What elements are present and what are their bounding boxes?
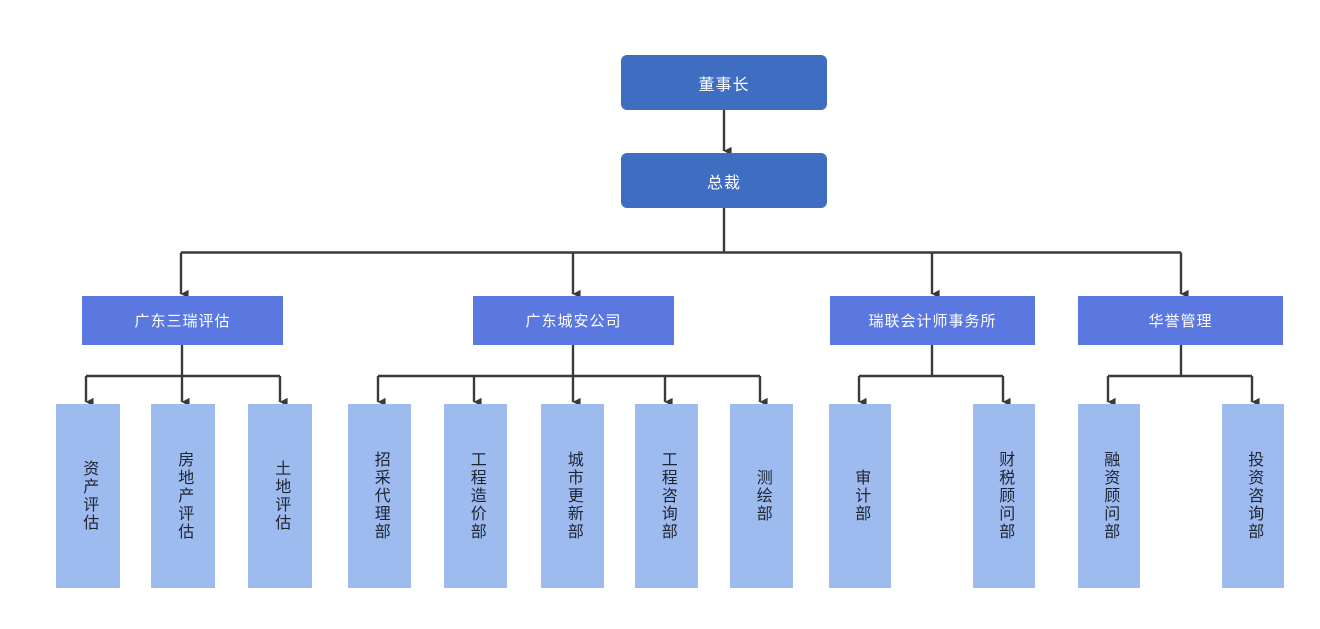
node-president-label: 总裁 [706,174,741,192]
node-department-label: 测绘部 [753,469,771,523]
node-department[interactable]: 工程咨询部 [635,404,698,588]
node-department-label: 招采代理部 [371,451,389,541]
node-department[interactable]: 城市更新部 [541,404,604,588]
node-department-label: 房地产评估 [175,451,193,541]
node-department[interactable]: 财税顾问部 [973,404,1035,588]
node-department[interactable]: 土地评估 [248,404,312,588]
node-department[interactable]: 测绘部 [730,404,793,588]
node-division-guangdong-sanrui[interactable]: 广东三瑞评估 [82,296,283,345]
node-department-label: 财税顾问部 [996,451,1014,541]
node-division-ruilian-accounting[interactable]: 瑞联会计师事务所 [830,296,1035,345]
node-division-guangdong-chengan[interactable]: 广东城安公司 [473,296,674,345]
node-department-label: 工程咨询部 [658,451,676,541]
node-division-label: 广东城安公司 [525,313,622,330]
node-department-label: 投资咨询部 [1245,451,1263,541]
node-division-label: 广东三瑞评估 [134,313,231,330]
node-division-huayu-management[interactable]: 华誉管理 [1078,296,1283,345]
node-department-label: 土地评估 [272,460,290,532]
node-department[interactable]: 资产评估 [56,404,120,588]
node-department[interactable]: 投资咨询部 [1222,404,1284,588]
node-president[interactable]: 总裁 [621,153,827,208]
node-department[interactable]: 招采代理部 [348,404,411,588]
node-department-label: 融资顾问部 [1101,451,1119,541]
node-division-label: 华誉管理 [1148,313,1213,330]
node-department[interactable]: 房地产评估 [151,404,215,588]
node-department-label: 资产评估 [80,460,98,532]
node-chairman-label: 董事长 [698,76,750,94]
node-chairman[interactable]: 董事长 [621,55,827,110]
node-department-label: 工程造价部 [467,451,485,541]
node-department[interactable]: 审计部 [829,404,891,588]
node-department-label: 审计部 [852,469,870,523]
node-department[interactable]: 工程造价部 [444,404,507,588]
node-department-label: 城市更新部 [564,451,582,541]
node-department[interactable]: 融资顾问部 [1078,404,1140,588]
node-division-label: 瑞联会计师事务所 [868,313,997,330]
